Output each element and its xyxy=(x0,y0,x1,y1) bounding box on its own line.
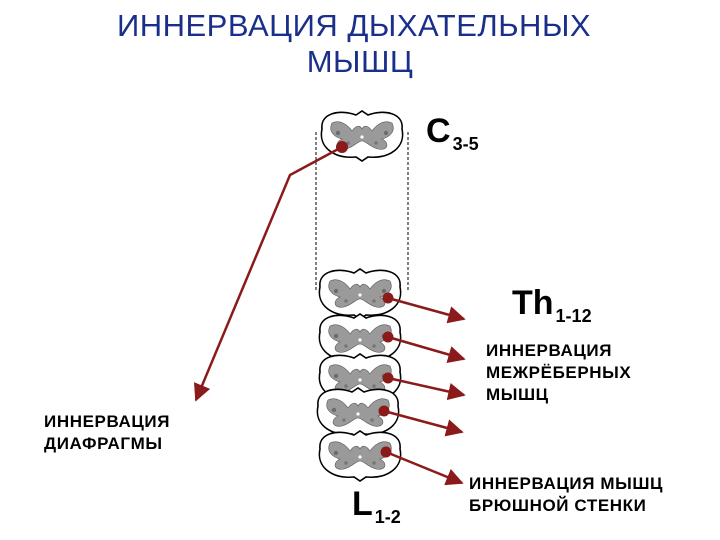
nerve-arrow-5 xyxy=(380,446,464,486)
nerve-arrow-3 xyxy=(382,372,466,401)
nerve-arrow-2 xyxy=(382,331,466,364)
page-title: ИННЕРВАЦИЯ ДЫХАТЕЛЬНЫХ МЫШЦ xyxy=(0,8,720,80)
nerve-arrow-1 xyxy=(382,292,466,324)
title-line-1: ИННЕРВАЦИЯ ДЫХАТЕЛЬНЫХ xyxy=(116,8,592,43)
abdominal-innervation-label: ИННЕРВАЦИЯ МЫШЦ БРЮШНОЙ СТЕНКИ xyxy=(469,474,664,515)
title-line-2: МЫШЦ xyxy=(306,44,414,79)
spinal-cord-section-cervical xyxy=(320,110,404,162)
diaphragm-nerve-arrow xyxy=(193,141,348,402)
intercostal-innervation-label: ИННЕРВАЦИЯ МЕЖРЁБЕРНЫХ МЫШЦ xyxy=(486,341,632,404)
diaphragm-innervation-label: ИННЕРВАЦИЯ ДИАФРАГМЫ xyxy=(44,412,171,453)
nerve-arrow-4 xyxy=(378,405,464,437)
dashed-guide-lines xyxy=(315,132,409,290)
